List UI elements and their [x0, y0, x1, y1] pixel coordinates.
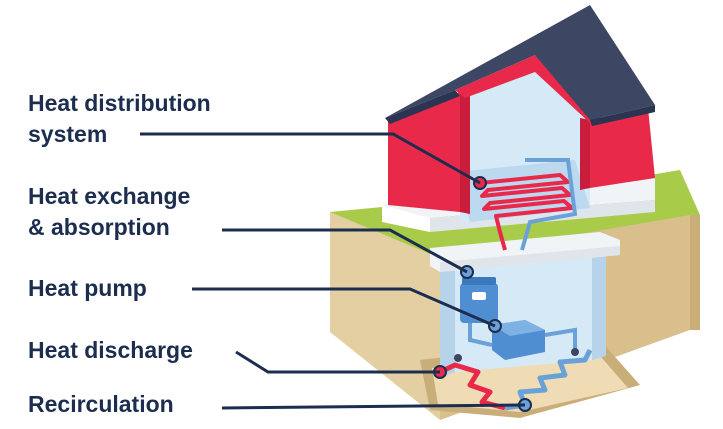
label-recirculation-text: Recirculation	[28, 391, 174, 417]
label-heat-discharge: Heat discharge	[28, 335, 193, 366]
leader-line-distribution	[140, 132, 481, 185]
floor-slab-front	[430, 200, 655, 232]
underfloor-return-pipe	[520, 158, 578, 251]
heat-exchanger-cylinder	[460, 283, 498, 323]
leader-line-exchange	[222, 228, 468, 274]
soil-right-face	[690, 215, 700, 330]
label-recirculation: Recirculation	[28, 389, 174, 420]
right-red-wall	[590, 108, 655, 188]
roof-edge	[385, 90, 460, 124]
floor-slab-left	[382, 205, 430, 232]
left-red-wall-edge	[460, 92, 470, 214]
ground-loop-hot	[438, 362, 506, 411]
label-heat-distribution-system: Heat distribution system	[28, 88, 211, 150]
label-heat-exchange-line2: & absorption	[28, 214, 170, 240]
gable-frame	[455, 55, 600, 123]
leader-line-recirculation	[221, 403, 526, 410]
label-heat-exchange-absorption: Heat exchange & absorption	[28, 181, 190, 243]
roof	[385, 5, 655, 120]
label-heat-distribution-line1: Heat distribution	[28, 90, 211, 116]
leader-line-discharge	[235, 350, 440, 374]
roof-right-edge	[590, 105, 655, 126]
label-heat-discharge-text: Heat discharge	[28, 337, 193, 363]
basement-shaft-side	[440, 255, 455, 378]
label-heat-exchange-line1: Heat exchange	[28, 183, 191, 209]
label-heat-pump-text: Heat pump	[28, 275, 147, 301]
underfloor-heating-pipe	[479, 173, 574, 251]
basement-shaft	[455, 243, 592, 372]
label-heat-pump: Heat pump	[28, 273, 147, 304]
basement-shaft-side-right	[592, 243, 606, 360]
mid-slab-front	[440, 246, 620, 272]
label-heat-distribution-line2: system	[28, 121, 108, 147]
soil-left-face	[330, 212, 440, 420]
right-red-wall-edge	[580, 118, 590, 190]
leader-line-pump	[192, 287, 496, 328]
